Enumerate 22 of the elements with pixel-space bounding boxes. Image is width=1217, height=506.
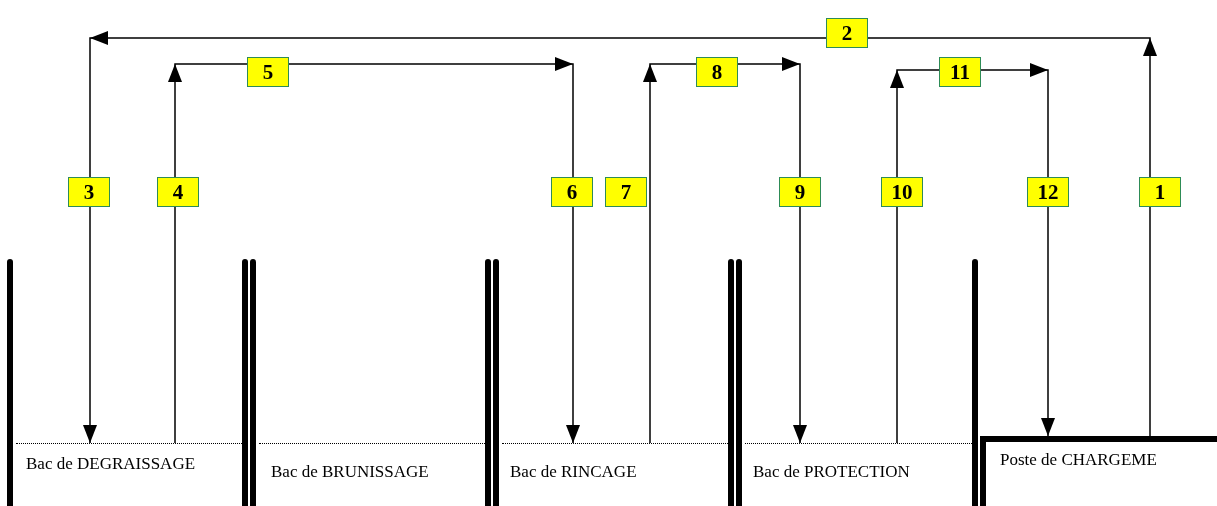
step-number: 5	[247, 57, 289, 87]
tank-label: Bac de PROTECTION	[753, 462, 910, 482]
step-number: 9	[779, 177, 821, 207]
step-number: 12	[1027, 177, 1069, 207]
tank-label: Bac de DEGRAISSAGE	[26, 454, 196, 474]
arrow	[643, 57, 807, 444]
step-number: 10	[881, 177, 923, 207]
step-number: 3	[68, 177, 110, 207]
tank-label: Bac de BRUNISSAGE	[271, 462, 429, 482]
step-number: 11	[939, 57, 981, 87]
arrow	[168, 57, 580, 444]
step-number: 1	[1139, 177, 1181, 207]
loading-station	[980, 436, 1217, 506]
step-number: 2	[826, 18, 868, 48]
step-number: 8	[696, 57, 738, 87]
step-number: 6	[551, 177, 593, 207]
arrow	[83, 31, 1157, 444]
step-number: 7	[605, 177, 647, 207]
tank-label: Poste de CHARGEME	[1000, 450, 1157, 470]
arrow	[890, 63, 1055, 444]
tank-label: Bac de RINCAGE	[510, 462, 637, 482]
step-number: 4	[157, 177, 199, 207]
